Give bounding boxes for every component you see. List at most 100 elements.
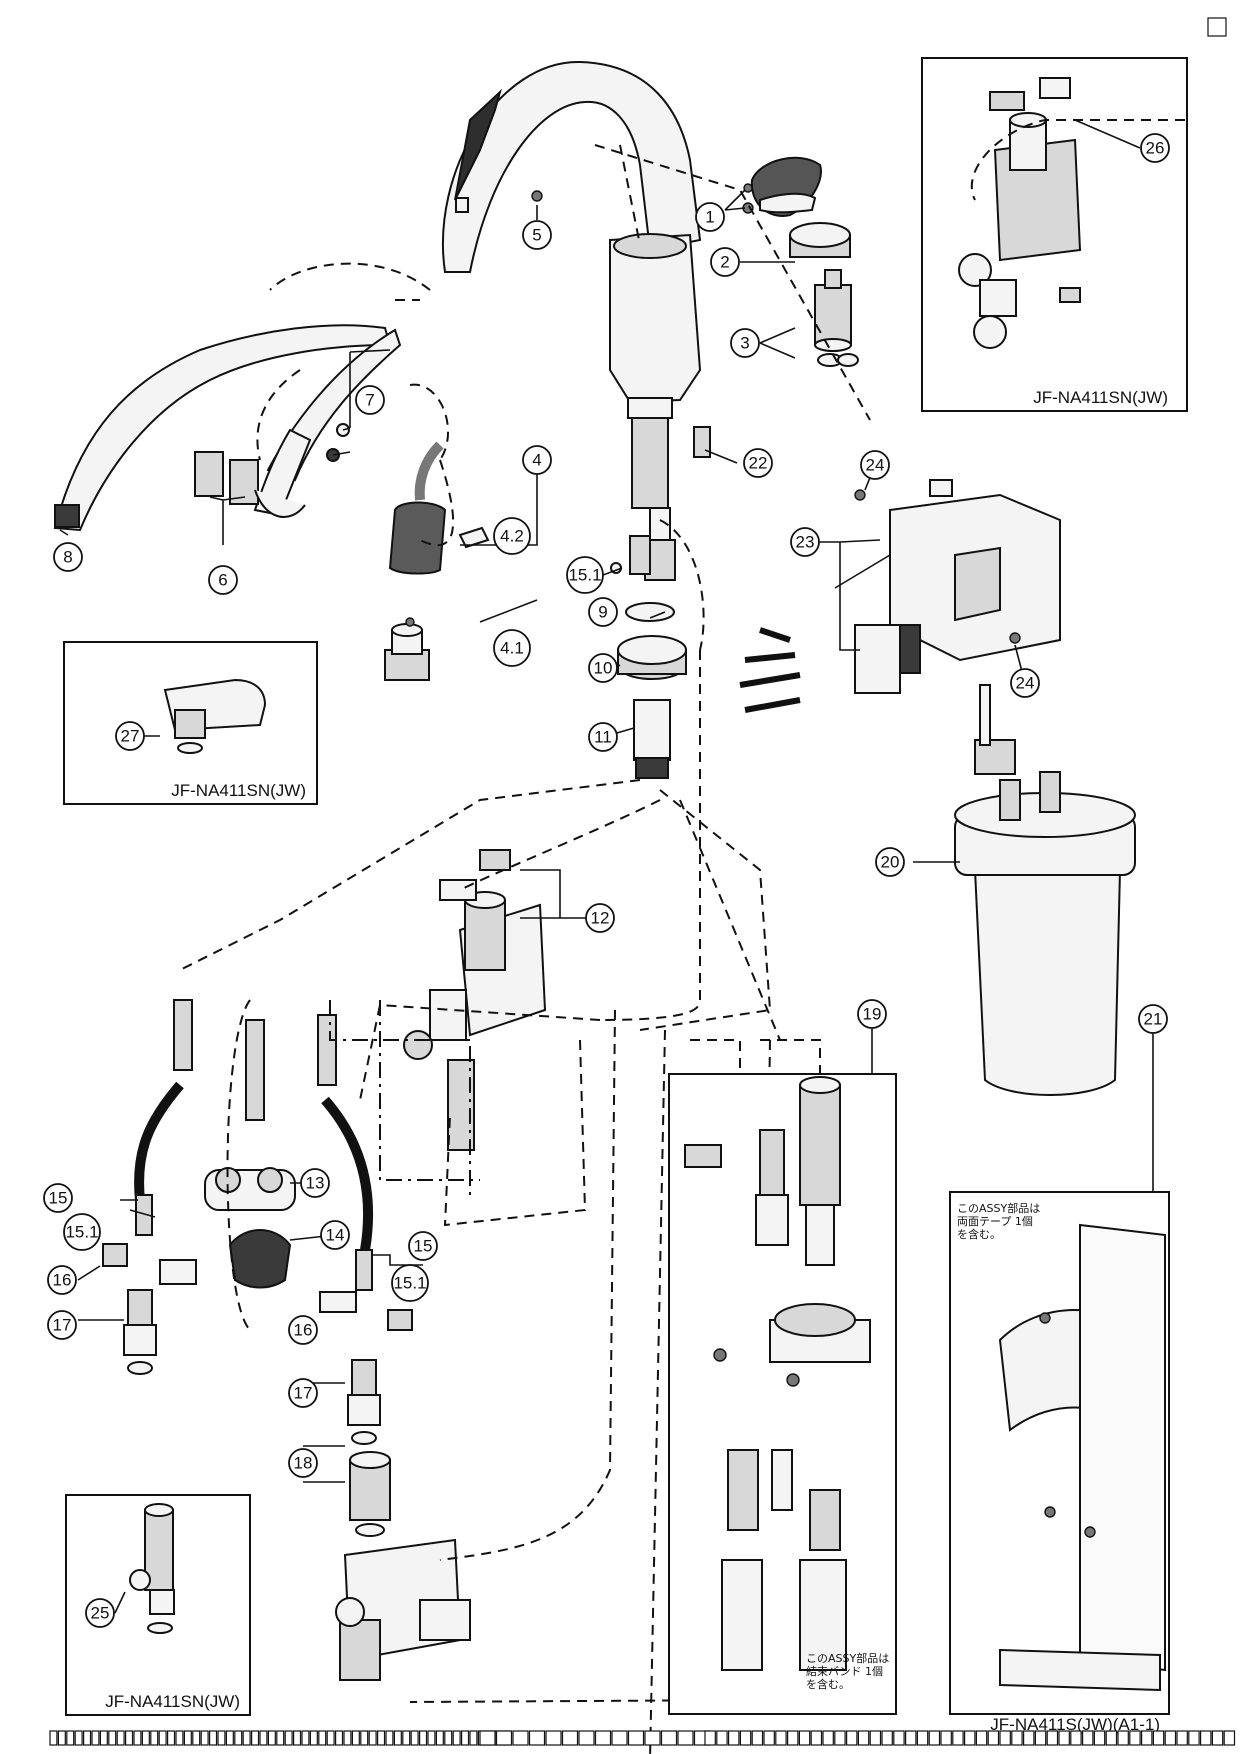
callout-25-label: 25 [91, 1604, 110, 1623]
footer-glyph [952, 1730, 964, 1746]
footer-glyph [49, 1730, 58, 1746]
footer-glyph [276, 1730, 285, 1746]
footer-glyph [611, 1730, 628, 1746]
callout-3-label: 3 [740, 334, 749, 353]
footer-glyph [368, 1730, 377, 1746]
callout-10: 10 [588, 653, 618, 683]
callout-4-2: 4.2 [493, 517, 531, 555]
clip-part-16-left [102, 1243, 197, 1285]
footer-glyph [452, 1730, 461, 1746]
callout-22: 22 [743, 448, 773, 478]
footer-glyph [512, 1730, 529, 1746]
callout-26-label: 26 [1146, 139, 1165, 158]
callout-4: 4 [522, 445, 552, 475]
callout-13: 13 [300, 1168, 330, 1198]
callout-27: 27 [115, 721, 145, 751]
footer-glyph [561, 1730, 579, 1746]
footer-glyph [385, 1730, 394, 1746]
callout-12: 12 [585, 903, 615, 933]
footer-glyph [916, 1730, 929, 1746]
diverter-valve [403, 879, 547, 1151]
footer-glyph [528, 1730, 546, 1746]
caption-bottom-left: JF-NA411SN(JW) [105, 1692, 240, 1711]
cartridge [814, 269, 859, 367]
callout-2-label: 2 [720, 253, 729, 272]
footer-glyph [343, 1730, 352, 1746]
footer-glyph [133, 1730, 142, 1746]
lever-handle [750, 156, 822, 217]
footer-glyph [1011, 1730, 1023, 1746]
callout-15-left: 15 [43, 1183, 73, 1213]
footer-glyph [1093, 1730, 1106, 1746]
footer-glyph [377, 1730, 386, 1746]
clamp-part-10 [617, 635, 687, 680]
callout-16-mid-label: 16 [294, 1321, 313, 1340]
wire-connectors [739, 627, 801, 713]
footer-glyph [393, 1730, 402, 1746]
footer-glyph [183, 1730, 192, 1746]
note-line: このASSY部品は [957, 1201, 1040, 1215]
footer-glyph [209, 1730, 218, 1746]
footer-glyph [469, 1730, 478, 1746]
callout-15-right: 15 [408, 1231, 438, 1261]
footer-glyph [192, 1730, 201, 1746]
callout-14: 14 [320, 1220, 350, 1250]
inset-box-top-right [921, 57, 1188, 412]
footer-glyph [66, 1730, 75, 1746]
callout-16-left: 16 [47, 1265, 77, 1295]
lock-nut [789, 222, 851, 258]
callout-17-mid-label: 17 [294, 1384, 313, 1403]
footer-glyph [444, 1730, 453, 1746]
footer-glyph [402, 1730, 411, 1746]
nut-part-17-mid [347, 1359, 381, 1445]
footer-glyph [963, 1730, 976, 1746]
callout-16-left-label: 16 [53, 1271, 72, 1290]
callout-20-label: 20 [881, 853, 900, 872]
hose-mid-1 [245, 1019, 265, 1121]
filter-cartridge [954, 771, 1136, 1096]
footer-glyph [175, 1730, 184, 1746]
callout-19: 19 [857, 999, 887, 1029]
footer-glyph [578, 1730, 595, 1746]
footer-glyph [479, 1730, 496, 1746]
callout-5: 5 [522, 220, 552, 250]
footer-glyph [716, 1730, 728, 1746]
corner-checkbox-glyph [1207, 17, 1227, 37]
footer-glyph [857, 1730, 870, 1746]
footer-glyph [91, 1730, 100, 1746]
callout-17-left: 17 [47, 1310, 77, 1340]
footer-glyph [893, 1730, 905, 1746]
o-ring-part-9 [625, 602, 675, 622]
footer-glyph [1022, 1730, 1035, 1746]
callout-1-label: 1 [705, 208, 714, 227]
leader-lines [59, 119, 1154, 1614]
callout-15-1-top-label: 15.1 [568, 566, 601, 585]
callout-23-label: 23 [796, 533, 815, 552]
footer-glyph [810, 1730, 823, 1746]
footer-glyph [259, 1730, 268, 1746]
footer-glyph [798, 1730, 811, 1746]
callout-25: 25 [85, 1598, 115, 1628]
footer-glyph [284, 1730, 293, 1746]
footer-glyph [545, 1730, 562, 1746]
sleeve-part-11 [633, 699, 671, 779]
inset-box-hose-assy [668, 1073, 897, 1715]
clip-part-16-mid [319, 1291, 413, 1331]
footer-glyph [326, 1730, 335, 1746]
footer-glyph [242, 1730, 251, 1746]
footer-glyph [1070, 1730, 1082, 1746]
spout-cover [388, 441, 447, 575]
footer-glyph [845, 1730, 858, 1746]
footer-glyph [975, 1730, 988, 1746]
footer-glyph [677, 1730, 694, 1746]
inset-box-bottom-left [65, 1494, 251, 1716]
footer-glyph [1046, 1730, 1059, 1746]
callout-15-right-label: 15 [414, 1237, 433, 1256]
inset-box-bracket [949, 1191, 1170, 1715]
footer-glyph [427, 1730, 436, 1746]
note-line: 両面テープ 1個 [957, 1215, 1033, 1228]
footer-glyph [775, 1730, 787, 1746]
callout-15-1-top: 15.1 [566, 556, 604, 594]
callout-15-1-left-label: 15.1 [65, 1223, 98, 1242]
